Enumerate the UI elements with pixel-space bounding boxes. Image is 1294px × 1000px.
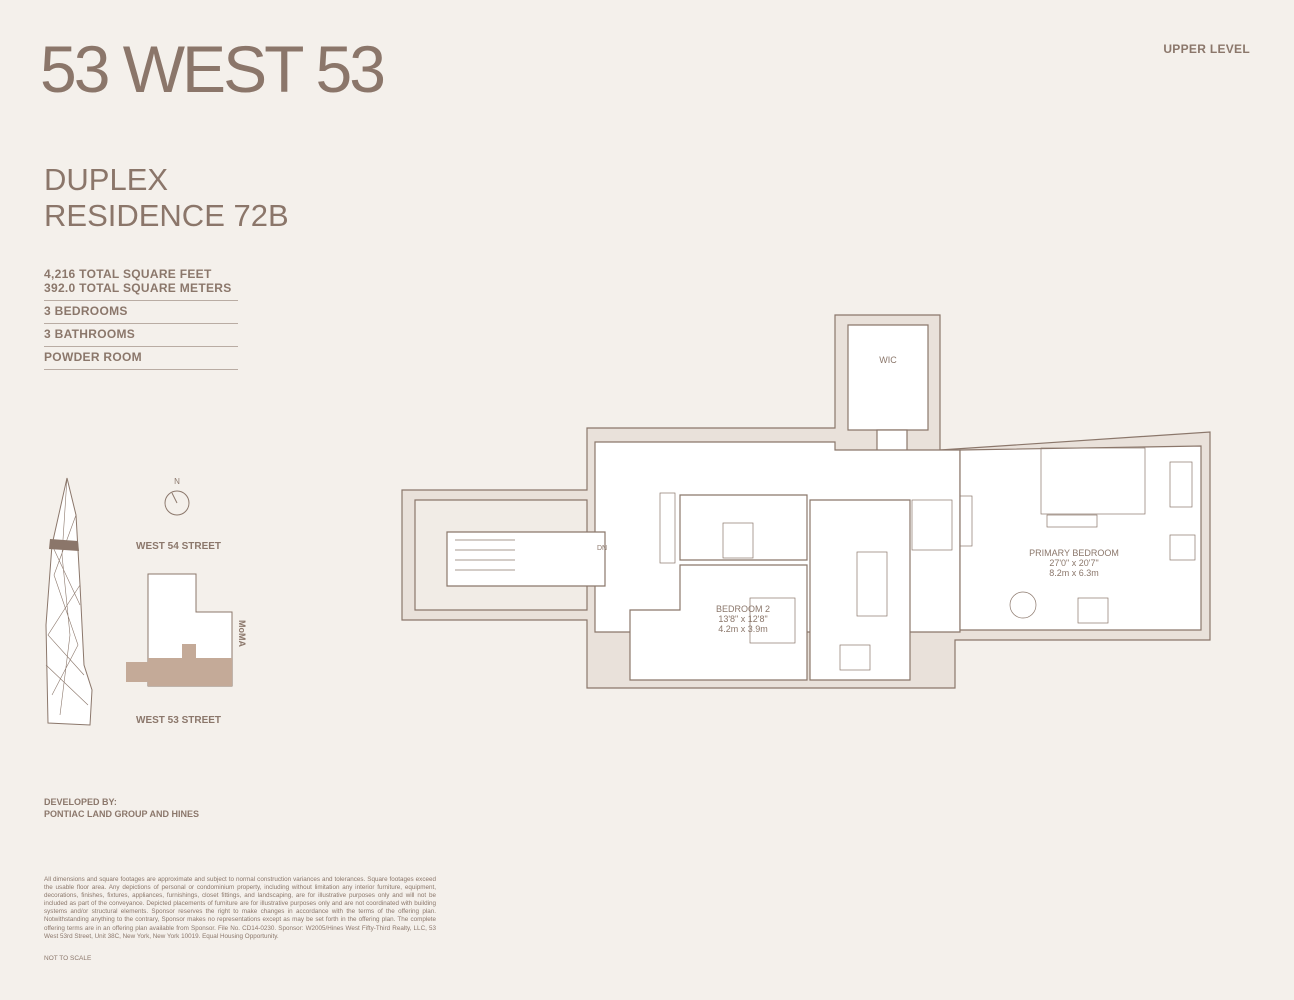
- room-label-wic: WIC: [879, 355, 897, 365]
- primary-bedroom-metric: 8.2m x 6.3m: [1049, 568, 1099, 578]
- primary-bedroom-name: PRIMARY BEDROOM: [1029, 548, 1119, 558]
- bedroom2-imperial: 13'8" x 12'8": [718, 614, 767, 624]
- street-north: WEST 54 STREET: [136, 541, 222, 552]
- spec-sqft: 4,216 TOTAL SQUARE FEET: [44, 267, 212, 281]
- bedroom2-name: BEDROOM 2: [716, 604, 770, 614]
- developer-name: PONTIAC LAND GROUP AND HINES: [44, 809, 200, 819]
- north-compass-icon: N: [164, 477, 190, 516]
- spec-powder: POWDER ROOM: [44, 347, 238, 370]
- residence-title-line1: DUPLEX: [44, 162, 169, 197]
- building-logo: 53 WEST 53: [40, 32, 386, 106]
- north-label: N: [174, 477, 180, 486]
- site-plan: MoMA: [126, 573, 247, 687]
- primary-bedroom-imperial: 27'0" x 20'7": [1049, 558, 1098, 568]
- level-label: UPPER LEVEL: [1163, 42, 1250, 56]
- spec-sqm: 392.0 TOTAL SQUARE METERS: [44, 281, 238, 301]
- stair-label: DN: [597, 545, 607, 552]
- street-south: WEST 53 STREET: [136, 715, 222, 726]
- scale-note: NOT TO SCALE: [44, 955, 92, 962]
- spec-bedrooms: 3 BEDROOMS: [44, 301, 238, 324]
- floor-plan: WIC DN BEDROOM 2 13'8" x 12'8" 4.2m x 3.…: [401, 314, 1211, 689]
- bedroom2-metric: 4.2m x 3.9m: [718, 624, 768, 634]
- legal-disclaimer: All dimensions and square footages are a…: [44, 876, 436, 940]
- spec-bathrooms: 3 BATHROOMS: [44, 324, 238, 347]
- residence-title-line2: RESIDENCE 72B: [44, 198, 289, 233]
- developer-block: DEVELOPED BY: PONTIAC LAND GROUP AND HIN…: [44, 796, 199, 820]
- moma-label: MoMA: [237, 620, 247, 647]
- developer-label: DEVELOPED BY:: [44, 797, 117, 807]
- residence-title: DUPLEX RESIDENCE 72B: [44, 162, 289, 234]
- specs-list: 4,216 TOTAL SQUARE FEET 392.0 TOTAL SQUA…: [44, 264, 238, 370]
- tower-illustration: [45, 477, 93, 726]
